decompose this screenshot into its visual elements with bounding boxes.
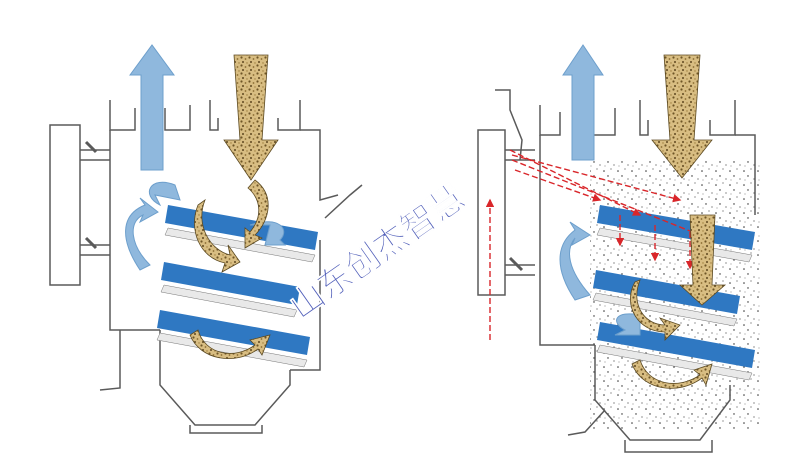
right-laser-beams [485,149,702,340]
left-side-pipe [49,124,110,286]
watermark-text: 山东创杰智慧 [282,178,472,328]
left-hopper-body [99,100,363,434]
left-particle-arrows [189,54,279,360]
right-particle-arrows [630,54,727,389]
right-air-arrows [559,44,641,336]
right-hopper-body [539,100,756,453]
right-panel [477,44,760,453]
right-side-pipe [477,89,535,296]
left-panel [49,44,363,434]
left-air-arrows [125,44,287,271]
